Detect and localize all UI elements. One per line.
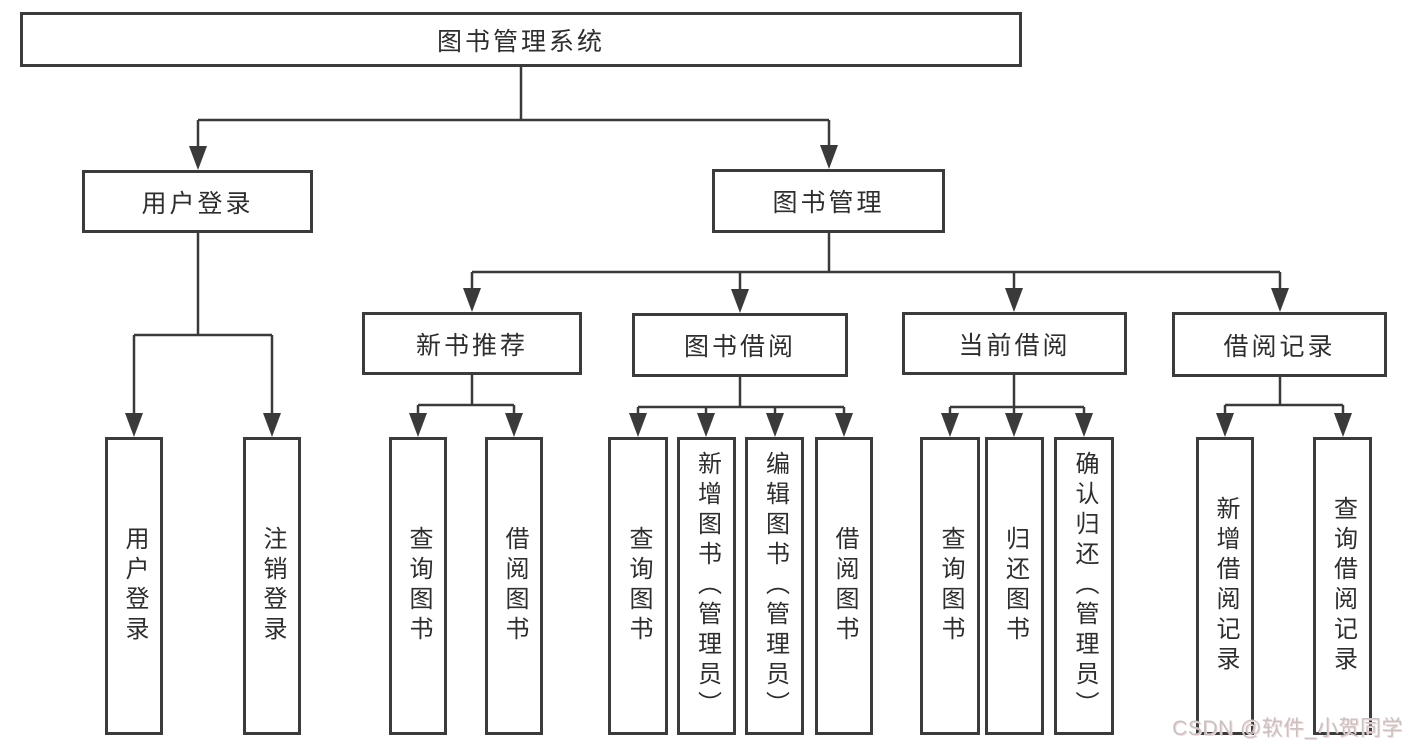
leaf-newbooks-borrow-label: 借阅图书: [501, 526, 528, 646]
leaf-current-query-label: 查询图书: [937, 526, 964, 646]
leaf-current-query: 查询图书: [920, 437, 980, 735]
node-root: 图书管理系统: [20, 12, 1022, 67]
leaf-newbooks-query-label: 查询图书: [405, 526, 432, 646]
node-current-borrow: 当前借阅: [902, 312, 1127, 375]
leaf-logout-label: 注销登录: [259, 526, 286, 646]
leaf-newbooks-query: 查询图书: [389, 437, 447, 735]
connector-new-books: [416, 375, 516, 419]
leaf-borrow-add-label: 新增图书（管理员）: [693, 451, 721, 721]
node-new-books: 新书推荐: [362, 312, 582, 375]
leaf-current-confirm-label: 确认归还（管理员）: [1071, 451, 1098, 721]
node-new-books-label: 新书推荐: [415, 331, 528, 360]
leaf-current-confirm: 确认归还（管理员）: [1054, 437, 1114, 735]
leaf-borrow-query: 查询图书: [608, 437, 668, 735]
leaf-borrow-edit-label: 编辑图书（管理员）: [761, 451, 789, 721]
node-borrow-records: 借阅记录: [1172, 312, 1387, 377]
arrowheads: [125, 145, 1352, 437]
node-user-login: 用户登录: [82, 170, 313, 233]
node-book-borrow-label: 图书借阅: [683, 333, 796, 361]
leaf-logout: 注销登录: [243, 437, 301, 735]
leaf-records-add: 新增借阅记录: [1196, 437, 1254, 735]
leaf-user-login: 用户登录: [105, 437, 163, 735]
leaf-borrow-borrow: 借阅图书: [815, 437, 873, 735]
node-current-borrow-label: 当前借阅: [958, 331, 1071, 360]
connector-root: [196, 67, 831, 150]
connector-book-borrow: [636, 377, 846, 419]
node-borrow-records-label: 借阅记录: [1223, 332, 1336, 361]
leaf-records-query-label: 查询借阅记录: [1329, 496, 1357, 676]
node-book-mgmt-label: 图书管理: [772, 189, 885, 217]
connector-user-login: [132, 233, 274, 417]
leaf-records-query: 查询借阅记录: [1313, 437, 1372, 735]
leaf-current-return-label: 归还图书: [1001, 526, 1029, 646]
connector-borrow-records: [1223, 377, 1345, 419]
connector-current-borrow: [948, 375, 1086, 419]
node-user-login-label: 用户登录: [141, 189, 254, 218]
leaf-borrow-edit: 编辑图书（管理员）: [745, 437, 804, 735]
leaf-borrow-query-label: 查询图书: [625, 526, 652, 646]
leaf-borrow-borrow-label: 借阅图书: [831, 526, 858, 646]
node-book-borrow: 图书借阅: [632, 313, 848, 377]
leaf-user-login-label: 用户登录: [121, 526, 148, 646]
node-book-mgmt: 图书管理: [712, 169, 945, 233]
leaf-records-add-label: 新增借阅记录: [1212, 496, 1239, 676]
leaf-newbooks-borrow: 借阅图书: [485, 437, 543, 735]
leaf-borrow-add: 新增图书（管理员）: [677, 437, 736, 735]
watermark: CSDN @软件_小贺同学: [1172, 717, 1403, 740]
node-root-label: 图书管理系统: [436, 27, 605, 56]
connector-book-mgmt: [470, 233, 1282, 293]
leaf-current-return: 归还图书: [985, 437, 1044, 735]
